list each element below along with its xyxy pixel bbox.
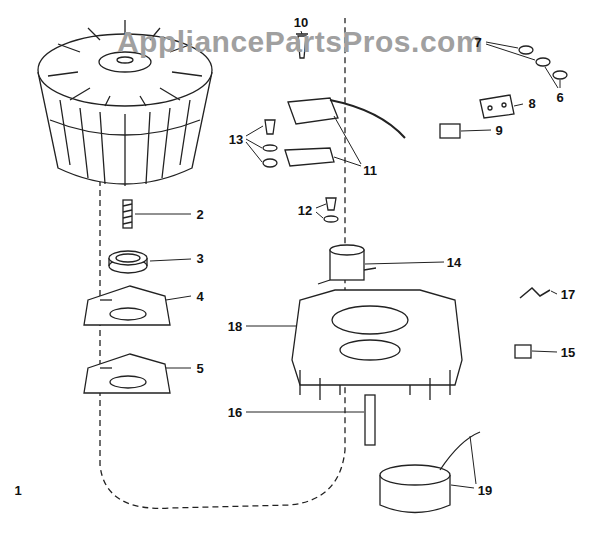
plate [84,354,170,393]
callout-number: 11 [363,164,377,177]
bracket [288,98,338,124]
callout-number: 15 [561,346,575,359]
callout-number: 12 [298,204,312,217]
callout-number: 6 [556,91,563,104]
callout-number: 18 [228,320,242,333]
callout-number: 2 [196,208,203,221]
callout-number: 19 [478,484,492,497]
pin [123,200,132,228]
callout-number: 14 [447,256,461,269]
cup [380,432,480,513]
callout-number: 9 [495,124,502,137]
callout-number: 7 [474,36,481,49]
callout-number: 8 [528,97,535,110]
callout-number: 3 [196,252,203,265]
callout-number: 10 [294,16,308,29]
callout-number: 17 [561,288,575,301]
motor-frame [292,290,462,400]
relay [318,245,376,284]
watermark: AppliancePartsPros.com [117,27,483,57]
callout-number: 4 [196,290,203,303]
callout-number: 16 [228,406,242,419]
bearing-ring [109,251,147,273]
callout-number: 13 [229,133,243,146]
plate [84,286,170,325]
callout-number: 5 [196,362,203,375]
leader-lines [135,31,560,488]
callout-number: 1 [14,484,21,497]
